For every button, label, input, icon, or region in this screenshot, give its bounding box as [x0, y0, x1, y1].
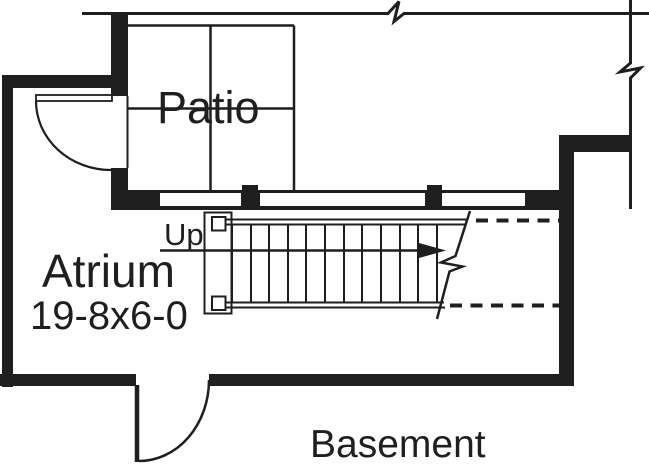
bottom-wall-left	[0, 374, 136, 386]
patio-door-swing-arc	[34, 100, 112, 172]
atrium-room-label: Atrium	[42, 245, 175, 297]
atrium-dimensions-label: 19-8x6-0	[30, 294, 188, 338]
up-direction-arrow	[160, 243, 446, 258]
patio-door	[34, 94, 113, 172]
window-mullion-left	[242, 185, 258, 210]
bottom-wall-right	[209, 374, 574, 386]
basement-door	[134, 379, 211, 463]
window-mullion-right	[427, 185, 442, 210]
right-wall-jog	[559, 135, 631, 152]
basement-room-label: Basement	[310, 423, 486, 464]
stair-break-line	[435, 210, 472, 320]
left-wall	[2, 75, 13, 387]
basement-door-swing-arc	[138, 379, 211, 463]
stairs-up-label: Up	[164, 217, 204, 252]
windows	[158, 191, 527, 208]
upper-edge-break-line	[82, 0, 649, 26]
stair-treads	[231, 225, 438, 303]
newel-post-top	[211, 216, 227, 232]
window-center	[258, 191, 427, 208]
arrow-head-icon	[419, 243, 446, 258]
patio-left-wall-upper	[111, 12, 128, 96]
stair-rails	[226, 218, 466, 309]
staircase	[160, 210, 559, 320]
patio-paving-grid	[126, 24, 296, 190]
window-right	[440, 191, 527, 208]
hidden-stair-extension	[450, 218, 559, 308]
newel-post-bottom	[211, 295, 227, 311]
upper-left-wall	[2, 75, 111, 88]
patio-door-leaf	[35, 94, 113, 102]
window-left	[158, 191, 243, 208]
right-wall	[559, 135, 574, 386]
right-edge-break-line	[614, 0, 646, 209]
exterior-break-lines	[82, 0, 649, 209]
patio-room-label: Patio	[157, 82, 260, 133]
